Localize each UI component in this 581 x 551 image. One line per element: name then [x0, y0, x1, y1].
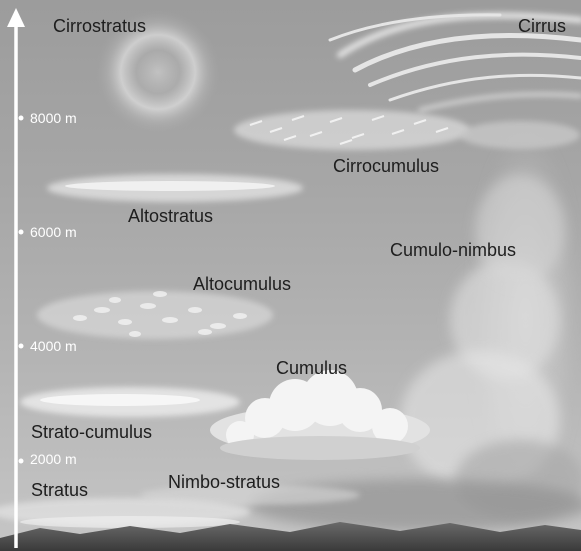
- cirrostratus-cloud: [96, 10, 220, 134]
- cirrus-label: Cirrus: [518, 16, 566, 36]
- stratocumulus-cloud: [20, 387, 240, 417]
- altitude-tick: [18, 458, 24, 464]
- stratus-label: Stratus: [31, 480, 89, 500]
- cirrostratus-label: Cirrostratus: [53, 16, 147, 36]
- altostratus-label: Altostratus: [128, 206, 214, 226]
- stratocumulus-label: Strato-cumulus: [31, 422, 153, 442]
- cumulus-label: Cumulus: [276, 358, 348, 378]
- altitude-tick-label-2000: 2000 m: [30, 451, 77, 467]
- altocumulus-label: Altocumulus: [193, 274, 292, 294]
- stratus-cloud: [0, 498, 250, 528]
- mountain-ridge: [0, 522, 581, 551]
- altitude-axis: [7, 8, 25, 548]
- cumulonimbus-label: Cumulo-nimbus: [390, 240, 517, 260]
- altitude-tick-label-8000: 8000 m: [30, 110, 77, 126]
- altocumulus-cloud: [37, 291, 273, 339]
- altitude-tick: [18, 229, 24, 235]
- cumulus-cloud: [210, 370, 430, 460]
- altitude-tick: [18, 343, 24, 349]
- altitude-tick: [18, 115, 24, 121]
- cumulonimbus-cloud: [400, 121, 581, 520]
- arrow-up-icon: [7, 8, 25, 27]
- altostratus-cloud: [47, 174, 303, 202]
- cirrocumulus-cloud: [234, 110, 470, 150]
- cirrocumulus-label: Cirrocumulus: [333, 156, 440, 176]
- nimbostratus-cloud: [140, 479, 581, 531]
- altitude-tick-label-4000: 4000 m: [30, 338, 77, 354]
- nimbostratus-label: Nimbo-stratus: [168, 472, 281, 492]
- altitude-tick-label-6000: 6000 m: [30, 224, 77, 240]
- cirrus-cloud: [328, 12, 581, 112]
